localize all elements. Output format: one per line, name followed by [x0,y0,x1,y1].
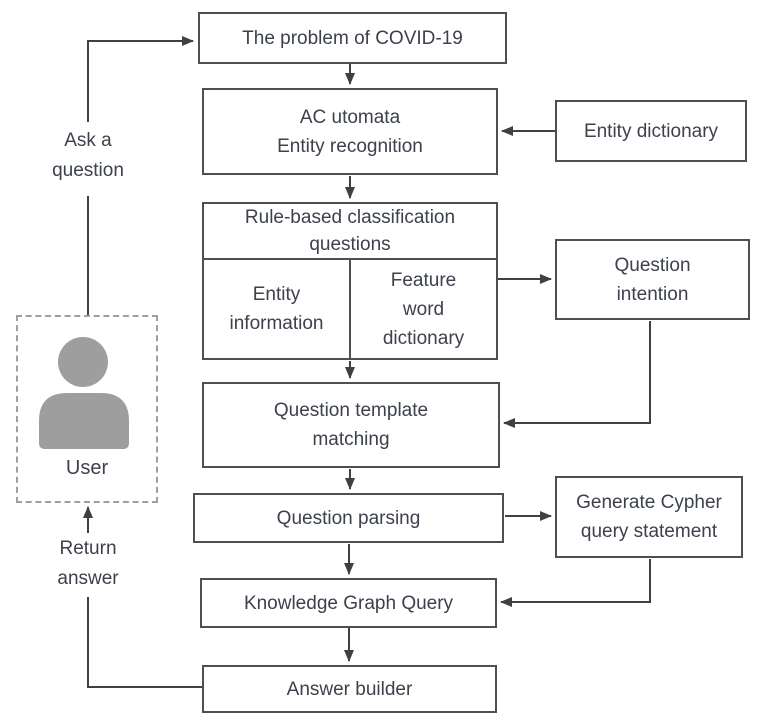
node-rule-based-classification: Rule-based classification questions Enti… [202,202,498,360]
node-label: Entity dictionary [583,120,719,142]
node-label-line: Entity [252,284,301,305]
cell-feature-word-dictionary: Feature word dictionary [351,260,496,358]
node-label-line: AC utomata [299,106,401,128]
node-label-line: Question [614,254,691,276]
node-label-line: questions [309,234,391,255]
edge-label-line: answer [57,568,119,589]
node-label-line: information [229,313,324,334]
node-question-template-matching: Question template matching [202,382,500,468]
edge-label-line: Return [59,538,117,559]
node-problem-of-covid19: The problem of COVID-19 [198,12,507,64]
person-icon [39,337,129,449]
node-user: User [16,315,158,503]
edge-label-line: question [52,160,124,181]
node-label-line: Feature [390,269,457,291]
node-label-line: Question template [273,400,429,421]
node-label-line: dictionary [382,327,465,349]
node-label: Knowledge Graph Query [243,592,454,614]
edge-label-ask-a-question: Ask a question [28,126,148,186]
node-question-parsing: Question parsing [193,493,504,543]
connector-answer-to-user-lower [87,597,202,688]
node-knowledge-graph-query: Knowledge Graph Query [200,578,497,628]
edge-label-line: Ask a [64,130,112,151]
node-ac-automata-entity-recognition: AC utomata Entity recognition [202,88,498,175]
node-entity-dictionary: Entity dictionary [555,100,747,162]
node-label-line: word [402,298,445,320]
node-answer-builder: Answer builder [202,665,497,713]
node-generate-cypher-query: Generate Cypher query statement [555,476,743,558]
connector-intention-to-template [503,321,651,428]
connector-cypher-to-kg [500,559,651,607]
rule-based-header: Rule-based classification questions [204,204,496,260]
node-label-line: intention [616,283,689,305]
user-label: User [65,457,109,479]
cell-entity-information: Entity information [204,260,351,358]
node-label: Answer builder [286,678,413,700]
node-label-line: Entity recognition [277,135,423,157]
node-label-line: Generate Cypher [576,492,722,513]
rule-based-cells: Entity information Feature word dictiona… [204,260,496,358]
node-label-line: Rule-based classification [244,207,456,228]
edge-label-return-answer: Return answer [28,534,148,594]
node-label-line: query statement [580,521,718,542]
connector-user-to-problem-upper [87,36,194,122]
node-label: Question parsing [276,507,421,529]
node-question-intention: Question intention [555,239,750,320]
node-label: The problem of COVID-19 [242,27,463,49]
node-label-line: matching [312,429,390,450]
